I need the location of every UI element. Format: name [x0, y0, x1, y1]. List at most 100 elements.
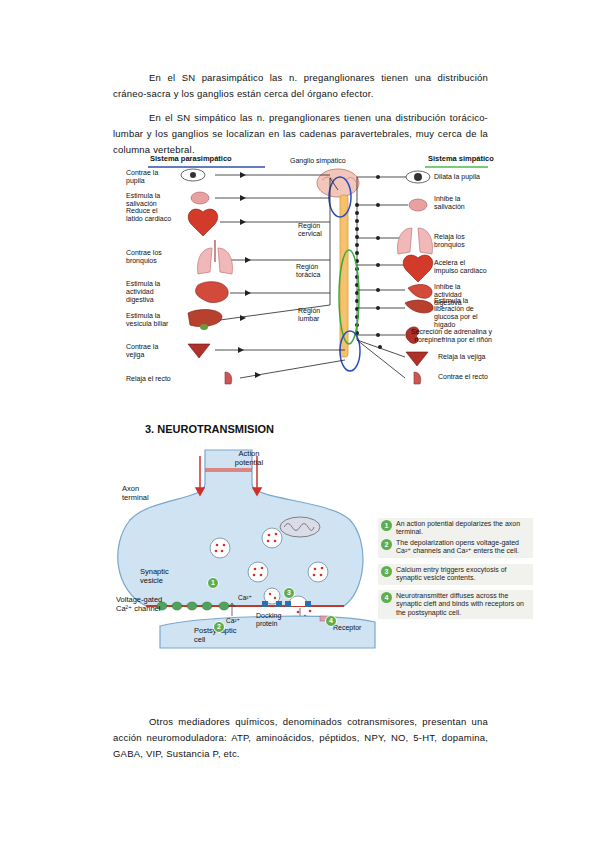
- neurotransmitter-dot-part: [274, 540, 277, 543]
- calcium-channel-part: [187, 602, 197, 610]
- ion-label: Ca²⁺: [226, 617, 246, 624]
- neurotransmitter-dot-part: [275, 533, 278, 536]
- brain: [317, 169, 359, 197]
- action-potential-arrow-part: [196, 488, 204, 495]
- brain-part: [317, 169, 359, 197]
- ganglion-symbol-part: [376, 306, 380, 310]
- organ-illustration-part: [181, 169, 205, 181]
- step-text: An action potential depolarizes the axon…: [396, 520, 530, 537]
- organ-illustration-part: [405, 300, 433, 313]
- docking-protein-part: [262, 601, 268, 607]
- organ-illustration-part: [190, 172, 196, 178]
- neurotransmitter-dot-part: [267, 540, 270, 543]
- callout-number: 3: [283, 587, 295, 599]
- organ-illustration-part: [196, 282, 229, 303]
- callout-number: 1: [207, 577, 219, 589]
- system-heading: Sistema parasimpático: [150, 155, 262, 164]
- neurotransmitter-dot-part: [223, 544, 226, 547]
- figure-label: Docking protein: [256, 612, 296, 628]
- organ-illustration-part: [188, 209, 218, 236]
- figure-label: Action potential: [224, 450, 274, 467]
- sympathetic-nerve-part: [357, 205, 408, 206]
- parasympathetic-nerve-part: [215, 350, 345, 351]
- neurotransmitter-dot-part: [320, 574, 323, 577]
- ganglion-symbol-part: [376, 236, 380, 240]
- step-box: 2 The depolarization opens voltage-gated …: [378, 537, 533, 558]
- body-paragraph: Otros mediadores químicos, denominados c…: [113, 714, 488, 762]
- parasympathetic-nerve-part: [240, 360, 345, 378]
- organ-illustration-part: [214, 240, 216, 262]
- neurotransmitter-dot-part: [274, 597, 276, 599]
- effect-label: Secreción de adrenalina y norepinefrina …: [408, 328, 492, 344]
- system-heading: Sistema simpático: [428, 155, 498, 164]
- figure-label: Voltage-gated Ca²⁺ channel: [116, 596, 164, 613]
- effect-label: Estimula la actividad digestiva: [126, 280, 172, 304]
- sympathetic-nerve-part: [357, 335, 405, 336]
- ion-label: Ca²⁺: [238, 594, 258, 601]
- figure-label: Axon terminal: [122, 485, 162, 502]
- effect-label: Inhibe la salivación: [434, 195, 484, 211]
- effect-label: Acelera el impulso cardiaco: [434, 259, 489, 275]
- ganglion-symbol-part: [238, 347, 244, 353]
- effect-label: Contrae los bronquios: [126, 249, 174, 265]
- sympathetic-chain-part: [355, 211, 359, 215]
- step-number: 1: [381, 520, 392, 531]
- system-underline-part: [148, 166, 265, 168]
- calcium-arrow-part: [229, 603, 235, 607]
- ganglion-symbol-part: [240, 172, 246, 178]
- organ-illustration-part: [403, 255, 433, 282]
- neurotransmitter-dot-part: [321, 567, 324, 570]
- parasympathetic-nerve: [215, 175, 345, 378]
- action-potential-arrow-part: [253, 488, 261, 495]
- sympathetic-nerve-part: [357, 340, 405, 378]
- docking-protein-part: [276, 601, 282, 607]
- effect-label: Estimula la liberación de glucosa por el…: [434, 297, 492, 329]
- figure-label: Ganglio simpático: [290, 157, 362, 165]
- organ-illustration-part: [414, 372, 421, 384]
- organ-illustration-part: [398, 228, 433, 254]
- ganglion-symbol: [376, 175, 382, 349]
- step-number: 2: [381, 539, 392, 550]
- step-number: 4: [381, 592, 392, 603]
- neurotransmitter-dot-part: [253, 574, 256, 577]
- effect-label: Estimula la salivación: [126, 192, 178, 208]
- neurotransmitter-dot-part: [309, 610, 312, 613]
- ganglion-symbol-part: [376, 175, 380, 179]
- highlight-ellipse: [329, 177, 360, 371]
- organ-illustration-part: [409, 199, 427, 211]
- highlight-ellipse-part: [339, 250, 359, 344]
- calcium-channel-part: [202, 602, 212, 610]
- callout-number-text: 1: [211, 579, 215, 586]
- figure-label: Receptor: [333, 624, 373, 632]
- highlight-ellipse-part: [340, 331, 360, 371]
- callout-number: 2: [213, 621, 225, 633]
- docking-protein: [262, 601, 311, 607]
- parasympathetic-nerve-part: [330, 178, 338, 190]
- region-label: Región cervical: [298, 222, 328, 238]
- neurotransmitter-dot-part: [221, 550, 224, 553]
- mitochondrion-part: [280, 517, 320, 537]
- sympathetic-chain-part: [355, 219, 359, 223]
- organ-illustration-part: [406, 352, 428, 366]
- effect-label: Reduce el latido cardiaco: [126, 207, 174, 223]
- neurotransmitter-dot-part: [260, 574, 263, 577]
- synaptic-vesicle: [210, 528, 328, 606]
- highlight-ellipse-part: [329, 177, 351, 217]
- docking-protein-part: [305, 601, 311, 607]
- synaptic-vesicle-part: [308, 562, 328, 582]
- mitochondrion-part: [284, 524, 314, 531]
- organ-illustration-part: [414, 173, 422, 181]
- effect-label: Contrae la pupila: [126, 169, 176, 185]
- neurotransmitter-dot-part: [254, 568, 257, 571]
- parasympathetic-nerve-part: [215, 198, 330, 199]
- figure-label: Synaptic vesicle: [140, 568, 180, 585]
- ganglion-symbol-part: [378, 345, 382, 349]
- sympathetic-chain-part: [355, 243, 359, 247]
- callout-number-text: 2: [217, 623, 221, 630]
- sympathetic-nerve-part: [357, 340, 405, 357]
- sympathetic-nerve-part: [357, 265, 405, 266]
- step-text: The depolarization opens voltage-gated C…: [396, 539, 530, 556]
- ganglion-symbol-part: [245, 290, 251, 296]
- sympathetic-nerve-part: [357, 177, 408, 178]
- callout-number-text: 4: [329, 617, 333, 624]
